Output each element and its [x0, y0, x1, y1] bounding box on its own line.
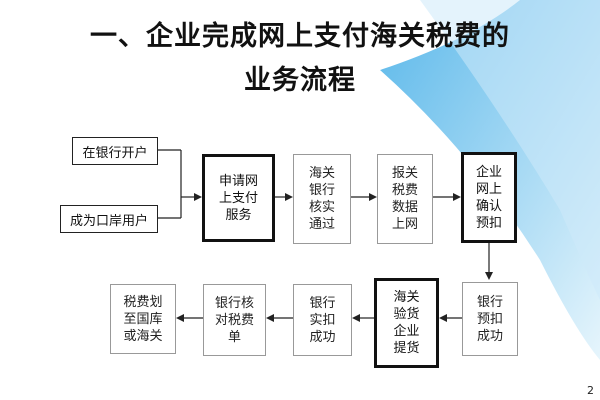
step-apply-label: 申请网上支付服务: [218, 173, 258, 223]
step-customs-release-label: 海关验货企业提货: [393, 290, 420, 356]
step-declare-label: 报关税费数据上网: [392, 166, 419, 232]
step-customs-bank-verify: 海关银行核实通过: [293, 154, 351, 244]
slide-title-line1: 一、企业完成网上支付海关税费的: [90, 21, 510, 52]
step-bank-check-label: 银行核对税费单: [214, 295, 254, 345]
step-customs-release: 海关验货企业提货: [374, 278, 439, 368]
step-customs-verify-label: 海关银行核实通过: [308, 166, 335, 232]
step-bank-account: 在银行开户: [72, 137, 158, 165]
slide-title-line2: 业务流程: [244, 65, 356, 96]
step-port-user: 成为口岸用户: [60, 205, 158, 233]
step-transfer-treasury: 税费划至国库或海关: [110, 284, 176, 354]
background-wave-light: [420, 0, 600, 300]
step-declare-data-online: 报关税费数据上网: [377, 154, 433, 244]
step-enterprise-confirm-label: 企业网上确认预扣: [476, 164, 503, 231]
step-bank-prededuct: 银行预扣成功: [462, 282, 518, 356]
step-transfer-label: 税费划至国库或海关: [123, 294, 163, 344]
step-bank-check-bill: 银行核对税费单: [203, 284, 266, 356]
step-bank-deduct-label: 银行实扣成功: [309, 295, 336, 345]
step-apply-online-payment: 申请网上支付服务: [202, 154, 275, 242]
step-bank-account-label: 在银行开户: [82, 145, 148, 161]
page-number: 2: [587, 384, 594, 397]
step-port-user-label: 成为口岸用户: [69, 213, 148, 229]
step-bank-actual-deduct: 银行实扣成功: [293, 284, 352, 356]
step-enterprise-confirm: 企业网上确认预扣: [461, 152, 517, 243]
step-bank-prededuct-label: 银行预扣成功: [476, 294, 503, 344]
